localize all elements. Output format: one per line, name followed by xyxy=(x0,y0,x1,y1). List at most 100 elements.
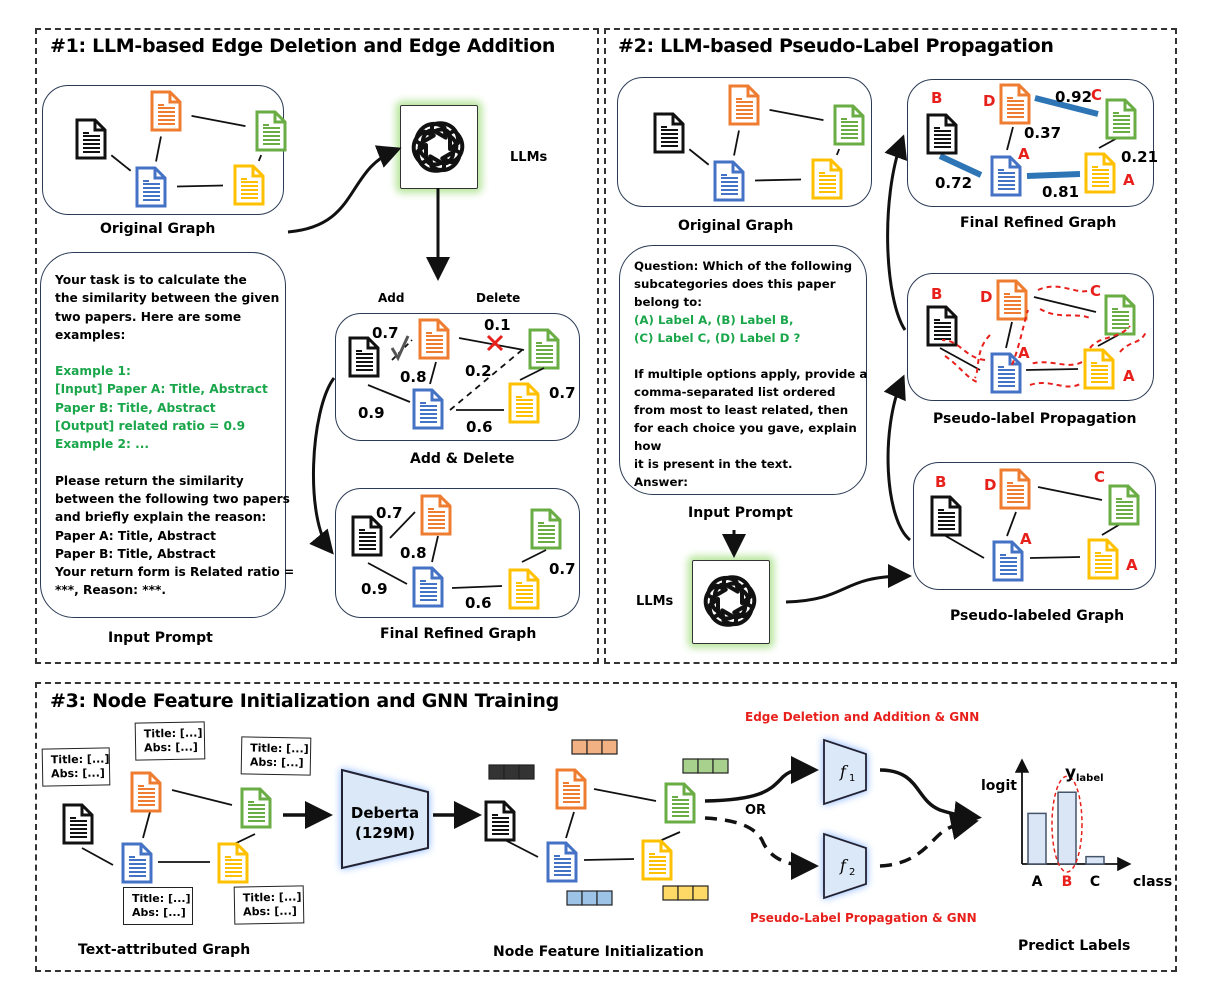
node-label: A xyxy=(1020,530,1032,548)
p3-tag-caption: Text-attributed Graph xyxy=(78,942,251,958)
arrow-to-f1 xyxy=(704,755,819,803)
node-label: D xyxy=(980,288,992,306)
add-delete-blue-document-icon xyxy=(412,388,444,430)
document-fold xyxy=(430,568,442,580)
added-edge-dashed xyxy=(449,349,523,411)
edge-weight-label: 0.7 xyxy=(372,324,399,342)
p2-prop-yellow-document-icon xyxy=(1083,348,1115,390)
node-yellow-document-icon xyxy=(811,158,843,200)
document-fold xyxy=(948,497,960,509)
propagation-arrow xyxy=(941,339,986,361)
logo-petal xyxy=(707,597,738,627)
document-fold xyxy=(153,168,165,180)
graph-edge-black-blue xyxy=(688,148,710,166)
prompt-line: [Output] related ratio = 0.9 xyxy=(55,419,246,434)
node-label: C xyxy=(1091,86,1102,104)
chart-tick-label-B: B xyxy=(1062,874,1073,890)
prompt-line: examples: xyxy=(55,327,126,342)
panel3-title: #3: Node Feature Initialization and GNN … xyxy=(50,690,559,712)
arrow-propagation-to-final xyxy=(884,134,908,331)
arrow-f1-to-predict xyxy=(879,768,982,829)
p2-final-green-document-icon xyxy=(1105,98,1137,140)
prompt-line: how xyxy=(634,439,662,453)
graph-edge xyxy=(1037,486,1103,501)
node-label: A xyxy=(1126,556,1138,574)
graph-edge-yellow-green xyxy=(257,154,263,162)
document-fold xyxy=(526,384,538,396)
chart-tick-label-C: C xyxy=(1090,874,1100,890)
p2-final-graph-caption: Final Refined Graph xyxy=(960,215,1117,231)
edge-weight-label: 0.8 xyxy=(400,368,427,386)
deleted-edge xyxy=(458,337,525,351)
chart-highlight-ellipse xyxy=(1051,775,1083,873)
edge-weight-label: 0.7 xyxy=(376,504,403,522)
panel1-title: #1: LLM-based Edge Deletion and Edge Add… xyxy=(50,35,556,57)
document-fold xyxy=(746,86,758,98)
panel-edge-deletion-addition xyxy=(35,28,599,664)
prompt-line: Please return the similarity xyxy=(55,473,244,488)
f2-model-shape xyxy=(823,832,867,900)
panel-gnn-training xyxy=(35,682,1177,972)
prompt-line: [Input] Paper A: Title, Abstract xyxy=(55,382,268,397)
arrow-add-delete-to-final xyxy=(309,377,336,555)
p2-llm-label: LLMs xyxy=(636,594,674,609)
check-icon xyxy=(390,335,410,362)
edge-weight-label: 0.37 xyxy=(1024,124,1061,142)
document-fold xyxy=(1010,542,1022,554)
feature-vector-orange xyxy=(586,739,603,755)
logo-petal xyxy=(413,121,448,148)
node-label: A xyxy=(1123,171,1135,189)
graph-edge-blue-yellow xyxy=(176,184,224,188)
feature-vector-orange xyxy=(571,739,588,755)
graph-edge-black-blue xyxy=(110,154,132,172)
p1-openai-logo-icon xyxy=(411,121,465,173)
node-green-document-icon xyxy=(255,110,287,152)
panel2-title: #2: LLM-based Pseudo-Label Propagation xyxy=(618,35,1054,57)
arrow-to-f2-dashed xyxy=(704,816,819,880)
feature-vector-black xyxy=(518,764,535,780)
prompt-line: Your task is to calculate the xyxy=(55,273,247,287)
logo-petal xyxy=(428,146,463,173)
p2-openai-logo-icon xyxy=(703,575,757,627)
graph-edge-orange-green xyxy=(769,108,824,122)
p3-tag-orange-document-icon xyxy=(130,771,162,813)
prompt-line: Example 2: ... xyxy=(55,437,150,452)
propagation-arrow xyxy=(974,334,991,379)
p2-prop-orange-document-icon xyxy=(996,279,1028,321)
document-fold xyxy=(502,802,514,814)
feature-vector-black xyxy=(503,764,520,780)
edge-weight-label: 0.21 xyxy=(1121,148,1158,166)
propagation-arrow xyxy=(1037,285,1091,293)
document-fold xyxy=(438,496,450,508)
document-fold xyxy=(564,843,576,855)
node-yellow-document-icon xyxy=(233,164,265,206)
add-delete-orange-document-icon xyxy=(418,318,450,360)
p3-init-black-document-icon xyxy=(484,800,516,842)
prompt-line: Paper A: Title, Abstract xyxy=(55,528,217,543)
document-fold xyxy=(944,115,956,127)
propagation-arrow xyxy=(1029,382,1081,388)
document-fold xyxy=(235,844,247,856)
document-fold xyxy=(851,106,863,118)
p3-tag-green-document-icon xyxy=(240,787,272,829)
add-delete-yellow-document-icon xyxy=(508,382,540,424)
p3-tag-yellow-document-icon xyxy=(217,842,249,884)
graph-edge-blue-yellow xyxy=(754,178,802,182)
node-green-document-icon xyxy=(833,104,865,146)
prompt-line: subcategories does this paper xyxy=(634,277,836,291)
graph-edge xyxy=(504,839,539,858)
p2-prop-blue-document-icon xyxy=(990,352,1022,394)
document-fold xyxy=(436,320,448,332)
arrow-pseudo-labeled-to-propagation xyxy=(883,374,912,542)
node-label: B xyxy=(935,473,946,491)
document-fold xyxy=(682,784,694,796)
prompt-line: and briefly explain the reason: xyxy=(55,510,267,525)
encoder-size: (129M) xyxy=(355,824,415,842)
arrow-f2-to-predict-dashed xyxy=(879,812,979,868)
node-label: C xyxy=(1094,468,1105,486)
prompt-line: for each choice you gave, explain xyxy=(634,421,857,435)
feature-vector-green xyxy=(697,758,714,774)
p1-final-graph-caption: Final Refined Graph xyxy=(380,626,537,642)
